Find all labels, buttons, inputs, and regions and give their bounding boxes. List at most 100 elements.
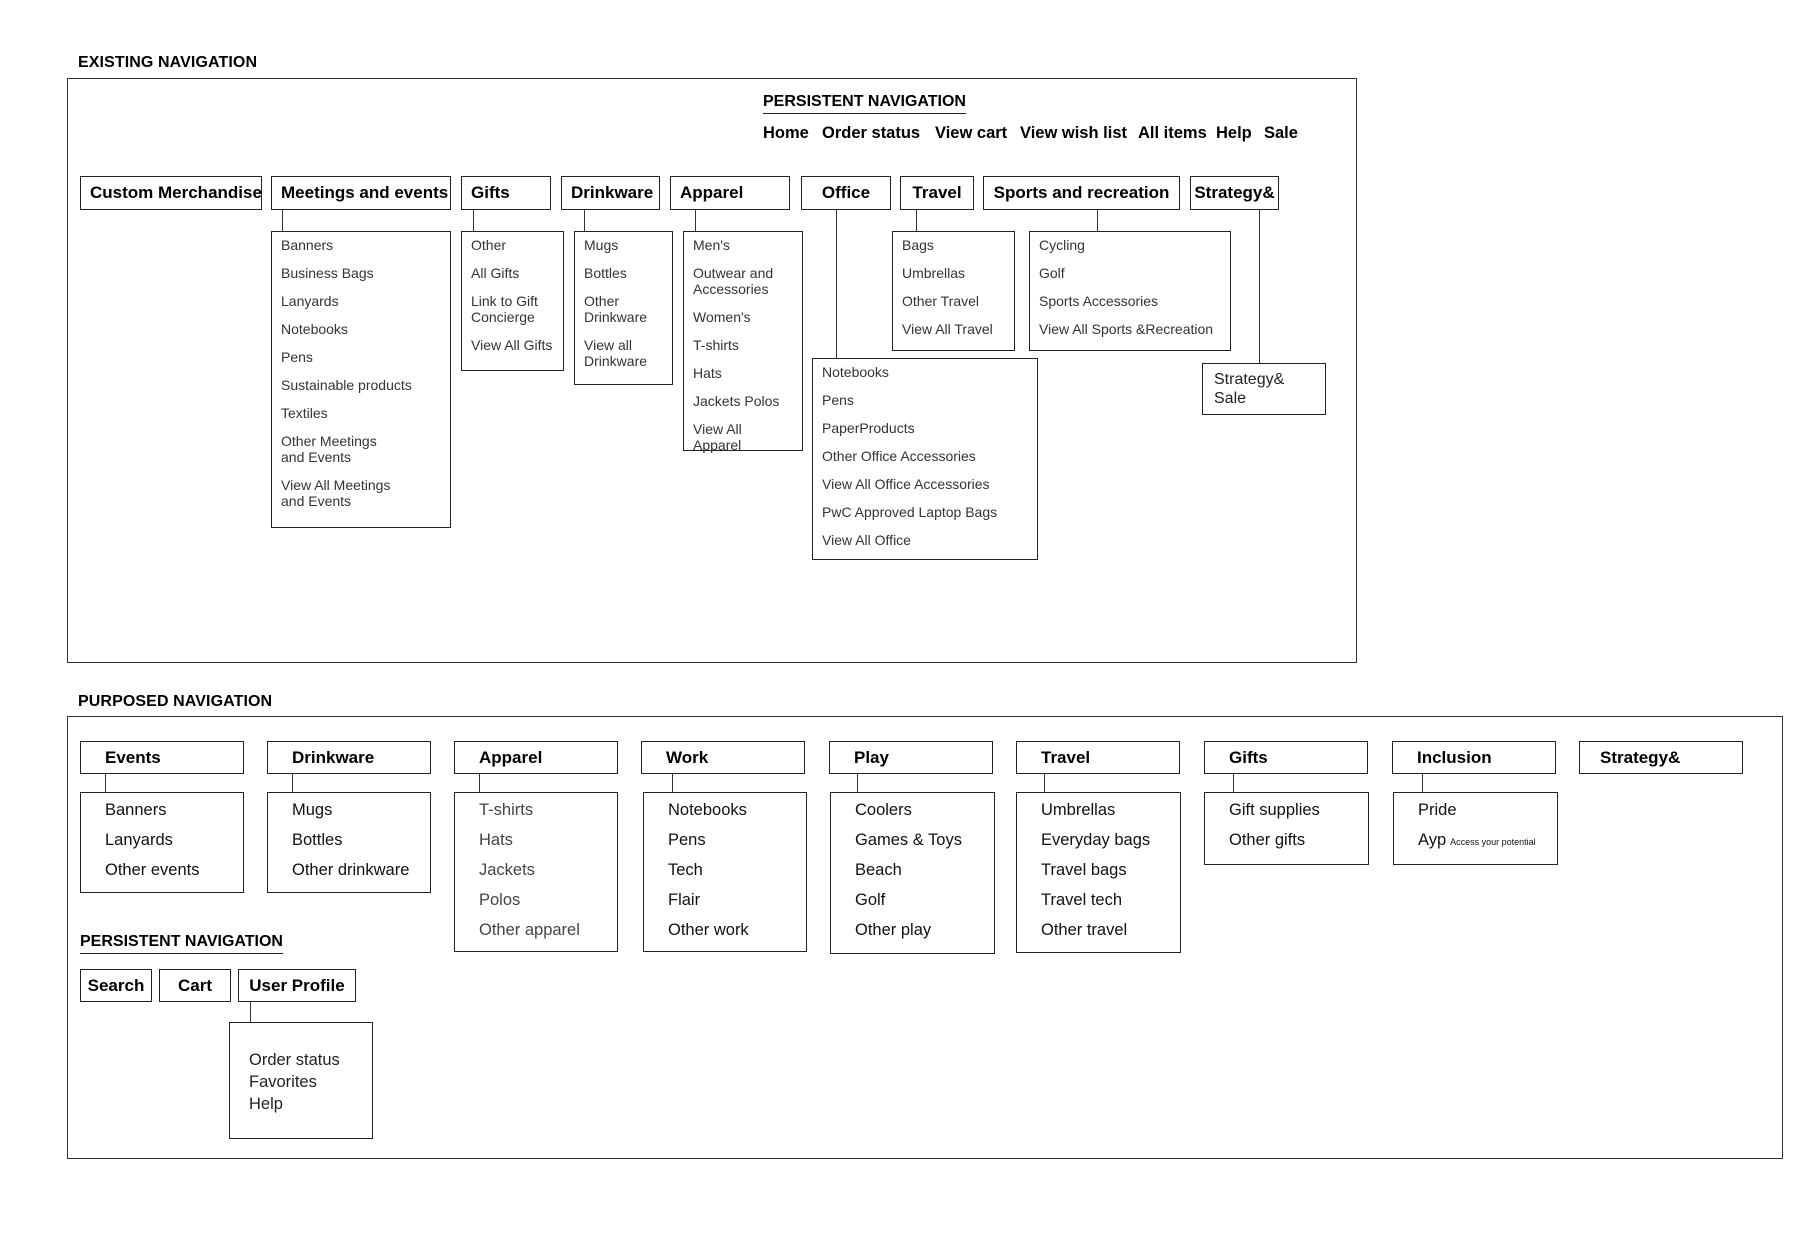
submenu-item[interactable]: Umbrellas [1041,801,1116,819]
submenu-item-help[interactable]: Help [249,1095,283,1113]
submenu-item[interactable]: Other travel [1041,921,1128,939]
submenu-item[interactable]: Other Drinkware [584,293,648,325]
proposed-category-travel[interactable]: Travel [1016,741,1180,774]
submenu-item[interactable]: Mugs [584,237,619,253]
category-office[interactable]: Office [801,176,891,210]
submenu-item[interactable]: Notebooks [822,364,889,380]
submenu-item[interactable]: Sports Accessories [1039,293,1159,309]
category-meetings-and-events[interactable]: Meetings and events [271,176,451,210]
submenu-item[interactable]: Flair [668,891,701,909]
submenu-item[interactable]: Polos [479,891,521,909]
persistent-link-view-cart[interactable]: View cart [935,124,1008,142]
category-strategy[interactable]: Strategy& [1190,176,1279,210]
submenu-item[interactable]: Jackets [479,861,535,879]
submenu-item[interactable]: Notebooks [281,321,348,337]
category-custom-merchandise[interactable]: Custom Merchandise [80,176,262,210]
submenu-item[interactable]: Cycling [1039,237,1085,253]
submenu-item[interactable]: Everyday bags [1041,831,1151,849]
proposed-category-work[interactable]: Work [641,741,805,774]
submenu-item[interactable]: All Gifts [471,265,520,281]
submenu-item[interactable]: Mugs [292,801,333,819]
submenu-item[interactable]: Travel bags [1041,861,1127,879]
persistent-link-help[interactable]: Help [1216,124,1252,142]
submenu-item[interactable]: View All Office Accessories [822,476,990,492]
submenu-item[interactable]: Other events [105,861,200,879]
submenu-item[interactable]: Golf [1039,265,1065,281]
proposed-category-drinkware[interactable]: Drinkware [267,741,431,774]
submenu-item[interactable]: PwC Approved Laptop Bags [822,504,998,520]
submenu-item-order-status[interactable]: Order status [249,1051,340,1069]
submenu-item[interactable]: Umbrellas [902,265,966,281]
submenu-item[interactable]: Other [471,237,507,253]
submenu-item[interactable]: Pride [1418,801,1457,819]
category-drinkware[interactable]: Drinkware [561,176,660,210]
submenu-item[interactable]: View All Gifts [471,337,553,353]
submenu-item[interactable]: Other gifts [1229,831,1306,849]
submenu-item[interactable]: Pens [822,392,854,408]
submenu-item[interactable]: Lanyards [281,293,339,309]
submenu-item[interactable]: View All Meetings and Events [281,477,391,509]
submenu-item[interactable]: Gift supplies [1229,801,1320,819]
submenu-item[interactable]: Beach [855,861,902,879]
submenu-item[interactable]: T-shirts [693,337,739,353]
submenu-item[interactable]: Bags [902,237,934,253]
submenu-item[interactable]: Hats [693,365,722,381]
submenu-item[interactable]: PaperProducts [822,420,915,436]
submenu-item[interactable]: Travel tech [1041,891,1123,909]
submenu-item[interactable]: Coolers [855,801,912,819]
persistent-link-all-items[interactable]: All items [1138,124,1207,142]
submenu-item[interactable]: Banners [105,801,167,819]
submenu-item[interactable]: Link to Gift Concierge [471,293,538,325]
submenu-item[interactable]: Textiles [281,405,328,421]
submenu-item[interactable]: Banners [281,237,334,253]
cart-button[interactable]: Cart [159,969,231,1002]
submenu-item[interactable]: Games & Toys [855,831,962,849]
submenu-item[interactable]: View All Apparel [693,421,742,453]
category-sports-and-recreation[interactable]: Sports and recreation [983,176,1180,210]
persistent-link-home[interactable]: Home [763,124,809,142]
submenu-item[interactable]: Lanyards [105,831,173,849]
proposed-category-inclusion[interactable]: Inclusion [1392,741,1556,774]
proposed-category-strategy[interactable]: Strategy& [1579,741,1743,774]
submenu-item-favorites[interactable]: Favorites [249,1073,317,1091]
proposed-category-gifts[interactable]: Gifts [1204,741,1368,774]
submenu-item[interactable]: Pens [281,349,313,365]
proposed-category-play[interactable]: Play [829,741,993,774]
proposed-category-events[interactable]: Events [80,741,244,774]
persistent-link-view-wish-list[interactable]: View wish list [1020,124,1127,142]
submenu-item[interactable]: Bottles [584,265,627,281]
proposed-category-apparel[interactable]: Apparel [454,741,618,774]
submenu-item[interactable]: Men's [693,237,730,253]
submenu-item[interactable]: Other drinkware [292,861,410,879]
search-button[interactable]: Search [80,969,152,1002]
submenu-item[interactable]: Strategy& Sale [1214,371,1285,407]
submenu-item[interactable]: Other Meetings and Events [281,433,377,465]
category-apparel[interactable]: Apparel [670,176,790,210]
submenu-item[interactable]: Sustainable products [281,377,412,393]
category-travel[interactable]: Travel [900,176,974,210]
submenu-item[interactable]: View All Travel [902,321,993,337]
submenu-item[interactable]: Golf [855,891,886,909]
persistent-link-order-status[interactable]: Order status [822,124,921,142]
persistent-link-sale[interactable]: Sale [1264,124,1298,142]
submenu-item[interactable]: View all Drinkware [584,337,648,369]
submenu-item[interactable]: T-shirts [479,801,534,819]
submenu-item[interactable]: Pens [668,831,706,849]
submenu-item[interactable]: Other apparel [479,921,580,939]
submenu-item[interactable]: Other work [668,921,749,939]
submenu-item[interactable]: Other Office Accessories [822,448,976,464]
submenu-item[interactable]: Other play [855,921,932,939]
submenu-item[interactable]: Other Travel [902,293,980,309]
submenu-item[interactable]: View All Sports &Recreation [1039,321,1214,337]
submenu-item[interactable]: Women's [693,309,751,325]
submenu-item[interactable]: Hats [479,831,513,849]
submenu-item[interactable]: View All Office [822,532,911,548]
category-gifts[interactable]: Gifts [461,176,551,210]
submenu-item[interactable]: Tech [668,861,703,879]
submenu-item[interactable]: Business Bags [281,265,374,281]
submenu-item[interactable]: Notebooks [668,801,747,819]
submenu-item[interactable]: Bottles [292,831,343,849]
submenu-item[interactable]: Jackets Polos [693,393,780,409]
submenu-item[interactable]: Outwear and Accessories [693,265,774,297]
